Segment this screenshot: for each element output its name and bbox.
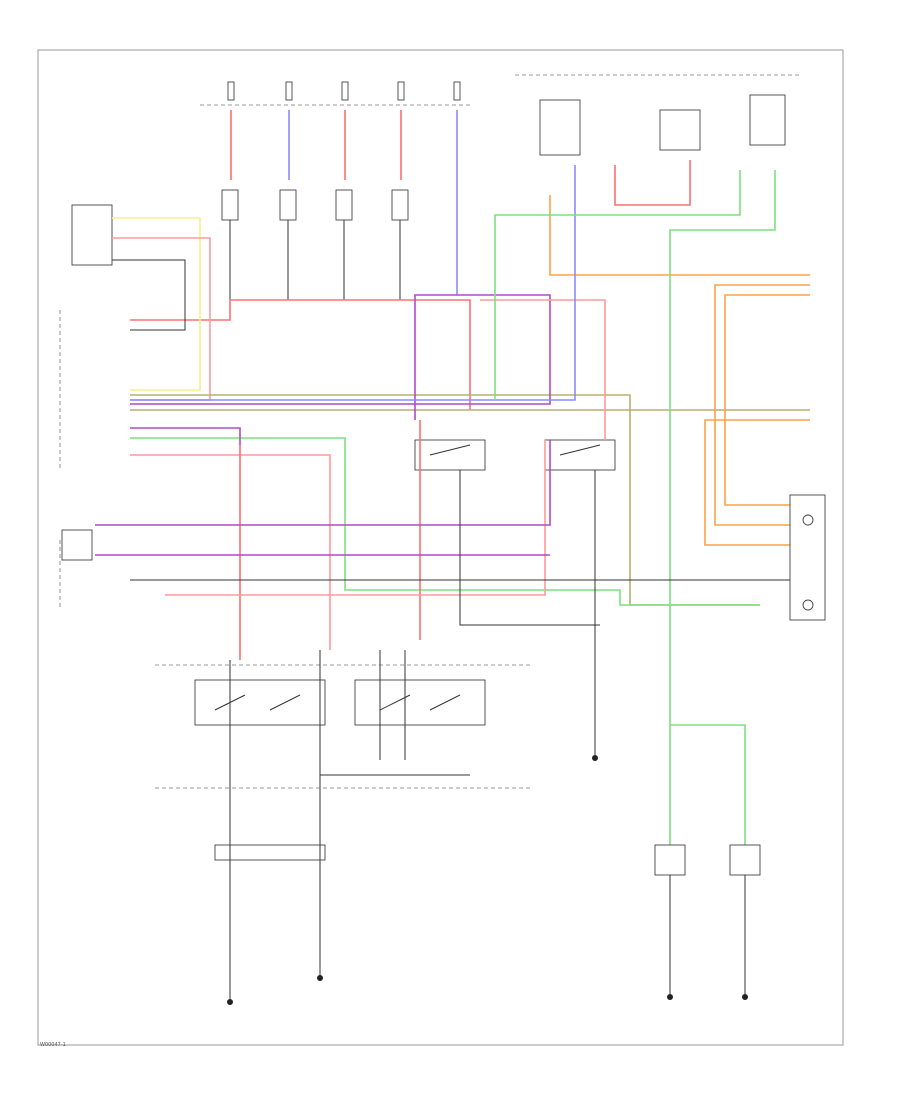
diagram-frame [37,49,844,1046]
wire-orange [549,195,810,276]
wire-red [614,160,691,206]
wire-orange [724,294,810,506]
lamp [221,189,239,221]
wire-pink [480,299,606,440]
ground-point [667,994,673,1000]
switch-contact [429,694,461,711]
wire-olive [130,394,760,606]
signal-harness [130,294,810,660]
switch-indicator [802,514,814,526]
fuse-feed-wires [230,110,458,295]
joint-connector [214,844,326,861]
relay [749,94,786,146]
wire-purple [130,294,551,420]
lamp [391,189,409,221]
relay [414,439,486,471]
footer-code: W00047-1 [40,1042,66,1048]
wire-yellow [112,217,201,391]
ground-point [227,999,233,1005]
relay-contact [429,444,471,456]
switch-contact [269,694,301,711]
wire-black [112,259,186,331]
relay [544,439,616,471]
fuse [453,81,461,101]
lamp [335,189,353,221]
fuse [227,81,235,101]
switch-indicator [802,599,814,611]
right-lamp [729,844,761,876]
left-lamp [654,844,686,876]
lamp-output-wires [229,220,401,300]
relay [659,109,701,151]
wire-pink [112,237,211,401]
fuse [341,81,349,101]
wire-pink [130,454,331,650]
auto-light-sensor [71,204,113,266]
wire-green [494,170,741,400]
lamp-row [221,189,409,221]
ground-point [317,975,323,981]
fuse-group [227,81,461,101]
relay-row [414,439,616,471]
wire-purple [95,440,551,526]
wire-pink [165,440,546,596]
wire-orange [714,284,810,526]
front-fog-light-switch [789,494,826,621]
wire-red-left [130,300,231,321]
wire-blue [130,165,576,401]
relay [539,99,581,156]
light-switch [194,679,326,726]
relay-contact [559,444,601,456]
wire-green [130,437,760,606]
wire-red-bus [230,299,471,410]
fuse [285,81,293,101]
front-control-module [61,529,93,561]
wire-green [670,724,746,845]
wire-orange [704,419,810,546]
wire-black [459,470,600,626]
fuse [397,81,405,101]
wire-green [669,170,776,845]
lamp [279,189,297,221]
ground-point [742,994,748,1000]
ground-point [592,755,598,761]
dimmer-switch [354,679,486,726]
right-harness [549,195,810,546]
wire-purple [130,427,241,445]
